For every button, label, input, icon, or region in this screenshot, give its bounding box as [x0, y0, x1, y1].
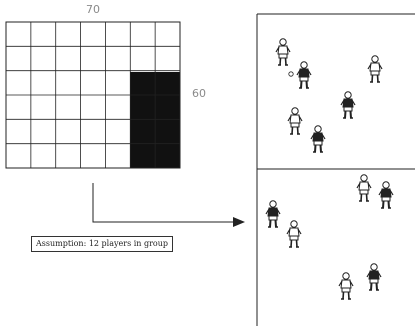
- player-light: [276, 39, 290, 65]
- player-dark: [266, 201, 280, 227]
- assumption-note: Assumption: 12 players in group: [31, 236, 173, 252]
- player-light: [339, 273, 353, 299]
- top-group-players: [276, 39, 382, 152]
- player-light: [368, 56, 382, 82]
- player-dark: [341, 92, 355, 118]
- ball-icon: [289, 72, 293, 76]
- pitch-grid: [6, 22, 180, 168]
- player-dark: [379, 182, 393, 208]
- player-dark: [367, 264, 381, 290]
- player-dark: [311, 126, 325, 152]
- connector-arrow: [93, 183, 245, 227]
- player-dark: [297, 62, 311, 88]
- player-light: [288, 108, 302, 134]
- player-light: [357, 175, 371, 201]
- player-light: [287, 221, 301, 247]
- bottom-group-players: [266, 175, 393, 299]
